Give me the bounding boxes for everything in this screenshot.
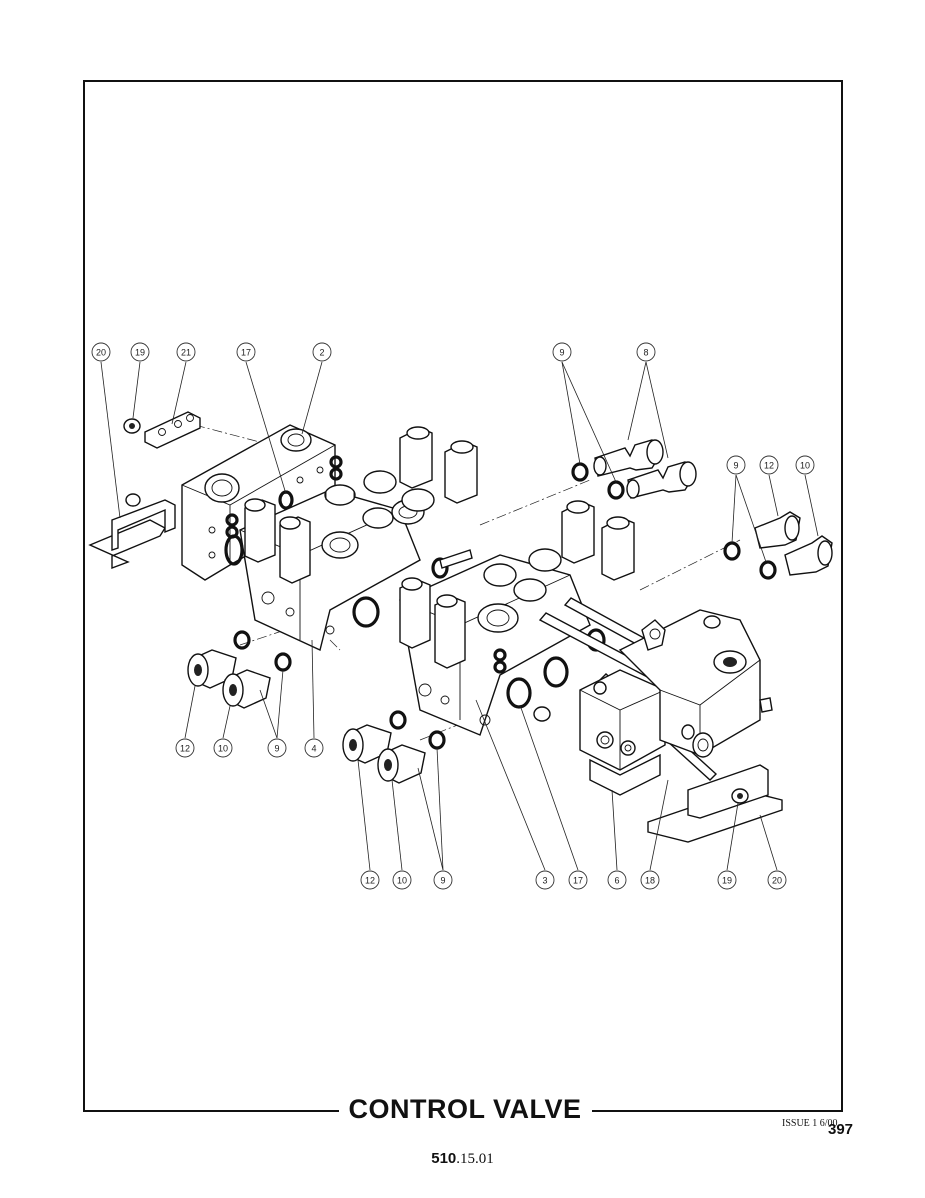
- svg-text:21: 21: [181, 348, 191, 358]
- callout-8: 8: [636, 342, 656, 362]
- page-title: CONTROL VALVE: [348, 1094, 582, 1124]
- outlet-section: [618, 609, 773, 758]
- svg-text:12: 12: [180, 744, 190, 754]
- svg-text:4: 4: [311, 744, 316, 754]
- valve-section-3: [399, 548, 591, 736]
- callout-12-left: 12: [175, 738, 195, 758]
- bottom-rule-left: [83, 1110, 339, 1112]
- solenoids-section-3: [399, 500, 635, 669]
- callout-19-top: 19: [130, 342, 150, 362]
- callout-10-left: 10: [213, 738, 233, 758]
- svg-text:2: 2: [319, 348, 324, 358]
- callout-9-right: 9: [726, 455, 746, 475]
- svg-text:20: 20: [772, 876, 782, 886]
- o-rings-section-4: [224, 455, 380, 628]
- svg-text:9: 9: [274, 744, 279, 754]
- callout-9-top: 9: [552, 342, 572, 362]
- svg-text:8: 8: [643, 348, 648, 358]
- svg-text:17: 17: [573, 876, 583, 886]
- svg-text:6: 6: [614, 876, 619, 886]
- callout-17-top: 17: [236, 342, 256, 362]
- end-section-6: [579, 669, 666, 796]
- svg-text:18: 18: [645, 876, 655, 886]
- callout-17-bottom: 17: [568, 870, 588, 890]
- solenoids-section-4: [244, 426, 478, 584]
- svg-text:19: 19: [722, 876, 732, 886]
- callout-6: 6: [607, 870, 627, 890]
- section-reference: 510.15.01: [0, 1150, 925, 1168]
- relief-valves-lower-middle: [342, 710, 446, 784]
- nut-19-top: [123, 418, 141, 434]
- plate-21: [144, 411, 201, 449]
- callout-labels: 20 19 21 17 2 9 8 9 12 10 12 10 9 4 12 1…: [91, 342, 815, 890]
- svg-text:3: 3: [542, 876, 547, 886]
- mounting-bracket-right: [647, 764, 783, 843]
- svg-text:19: 19: [135, 348, 145, 358]
- callout-9-left: 9: [267, 738, 287, 758]
- drawing-frame: [83, 80, 843, 1112]
- svg-text:9: 9: [559, 348, 564, 358]
- callout-21: 21: [176, 342, 196, 362]
- svg-text:10: 10: [218, 744, 228, 754]
- section-reference-bold: 510: [431, 1150, 457, 1167]
- svg-text:10: 10: [397, 876, 407, 886]
- callout-12-bottom: 12: [360, 870, 380, 890]
- callout-19-bottom: 19: [717, 870, 737, 890]
- callout-20-top: 20: [91, 342, 111, 362]
- callout-12-right: 12: [759, 455, 779, 475]
- callout-20-bottom: 20: [767, 870, 787, 890]
- callout-3: 3: [535, 870, 555, 890]
- svg-text:10: 10: [800, 461, 810, 471]
- callout-10-bottom: 10: [392, 870, 412, 890]
- bottom-rule-right: [592, 1110, 843, 1112]
- issue-label: ISSUE 1 6/00: [782, 1118, 838, 1129]
- callout-4: 4: [304, 738, 324, 758]
- svg-text:9: 9: [733, 461, 738, 471]
- svg-text:12: 12: [365, 876, 375, 886]
- relief-valves-lower-left: [187, 630, 292, 709]
- leader-lines: [100, 361, 819, 871]
- callout-2: 2: [312, 342, 332, 362]
- relief-valves-8: [571, 439, 697, 500]
- svg-text:12: 12: [764, 461, 774, 471]
- callout-18: 18: [640, 870, 660, 890]
- callout-10-right: 10: [795, 455, 815, 475]
- mounting-bracket-left: [88, 493, 176, 570]
- relief-valves-right: [723, 511, 833, 580]
- page-number: 397: [828, 1121, 854, 1138]
- svg-text:9: 9: [440, 876, 445, 886]
- callout-9-bottom: 9: [433, 870, 453, 890]
- svg-text:17: 17: [241, 348, 251, 358]
- section-reference-rest: .15.01: [456, 1151, 494, 1167]
- svg-text:20: 20: [96, 348, 106, 358]
